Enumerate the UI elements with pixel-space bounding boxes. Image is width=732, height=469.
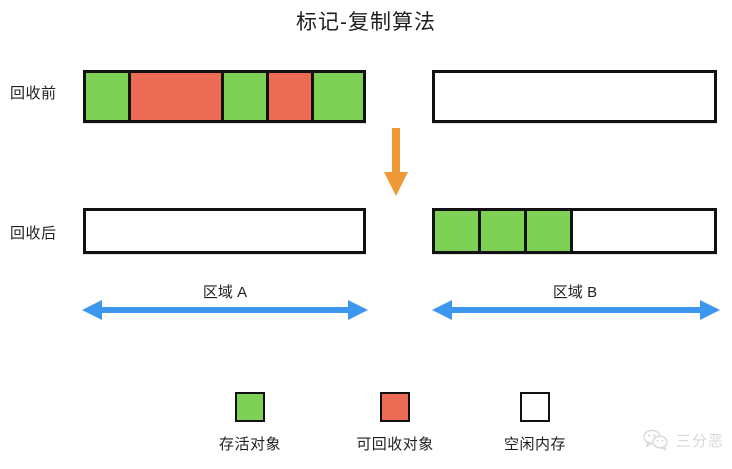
- region-a-span-arrow: [82, 300, 368, 320]
- memory-block-live: [314, 73, 363, 120]
- memory-block-garbage: [269, 73, 314, 120]
- memory-bar-after-region-b: [432, 208, 717, 254]
- memory-block-garbage: [131, 73, 224, 120]
- region-b-label: 区域 B: [552, 284, 598, 301]
- memory-block-live: [481, 211, 527, 251]
- region-a-label: 区域 A: [202, 284, 248, 301]
- memory-block-live: [86, 73, 131, 120]
- region-b-span-arrow: [432, 300, 720, 320]
- legend-item-free: 空闲内存: [475, 392, 595, 454]
- memory-block-free: [435, 73, 714, 120]
- row-label-before: 回收前: [10, 85, 57, 102]
- row-label-after: 回收后: [10, 225, 57, 242]
- watermark-text: 三分恶: [675, 432, 724, 450]
- legend-swatch-free: [520, 392, 550, 422]
- memory-bar-after-region-a: [83, 208, 366, 254]
- legend-item-live: 存活对象: [190, 392, 310, 454]
- legend-label-live: 存活对象: [218, 436, 281, 453]
- legend-label-garbage: 可回收对象: [356, 436, 434, 453]
- memory-block-live: [435, 211, 481, 251]
- memory-block-live: [527, 211, 573, 251]
- legend-swatch-garbage: [380, 392, 410, 422]
- watermark: 三分恶: [643, 429, 724, 451]
- legend-item-garbage: 可回收对象: [335, 392, 455, 454]
- page-title: 标记-复制算法: [296, 11, 436, 34]
- memory-bar-before-region-a: [83, 70, 366, 123]
- down-arrow-icon: [384, 128, 408, 196]
- memory-block-free: [573, 211, 714, 251]
- memory-bar-before-region-b: [432, 70, 717, 123]
- legend-swatch-live: [235, 392, 265, 422]
- memory-block-live: [224, 73, 269, 120]
- legend-label-free: 空闲内存: [503, 436, 566, 453]
- wechat-icon: [643, 429, 668, 451]
- memory-block-free: [86, 211, 363, 251]
